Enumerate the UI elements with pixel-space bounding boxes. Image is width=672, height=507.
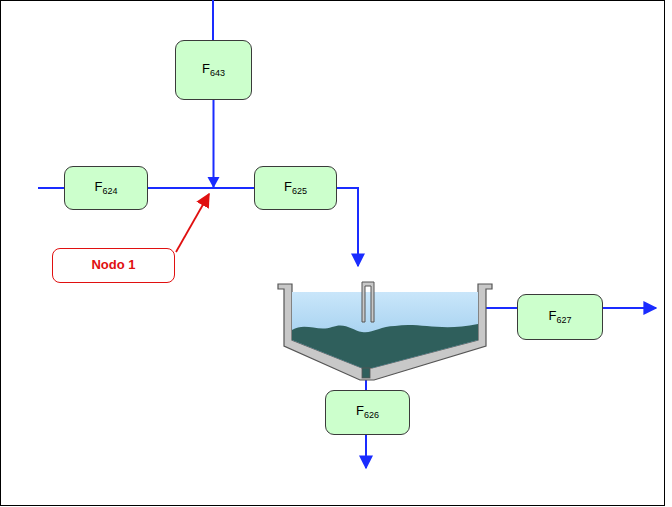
flow-meter-box: F643 (175, 40, 252, 100)
flow-meter-box: F626 (325, 390, 410, 435)
flow-lines (38, 0, 656, 468)
callout-box: Nodo 1 (52, 248, 175, 283)
stream-label: F626 (356, 404, 379, 421)
stream-label: F627 (549, 309, 572, 326)
flow-connector (208, 100, 255, 188)
node-label: Nodo 1 (91, 258, 135, 272)
stream-label: F625 (284, 180, 307, 197)
clarifier-tank (278, 282, 492, 380)
stream-label: F643 (202, 62, 225, 79)
callout-leader (176, 194, 209, 252)
stream-label: F624 (95, 180, 118, 197)
flow-meter-box: F624 (64, 166, 148, 210)
flow-meter-box: F625 (254, 166, 337, 210)
flow-meter-box: F627 (517, 294, 603, 340)
